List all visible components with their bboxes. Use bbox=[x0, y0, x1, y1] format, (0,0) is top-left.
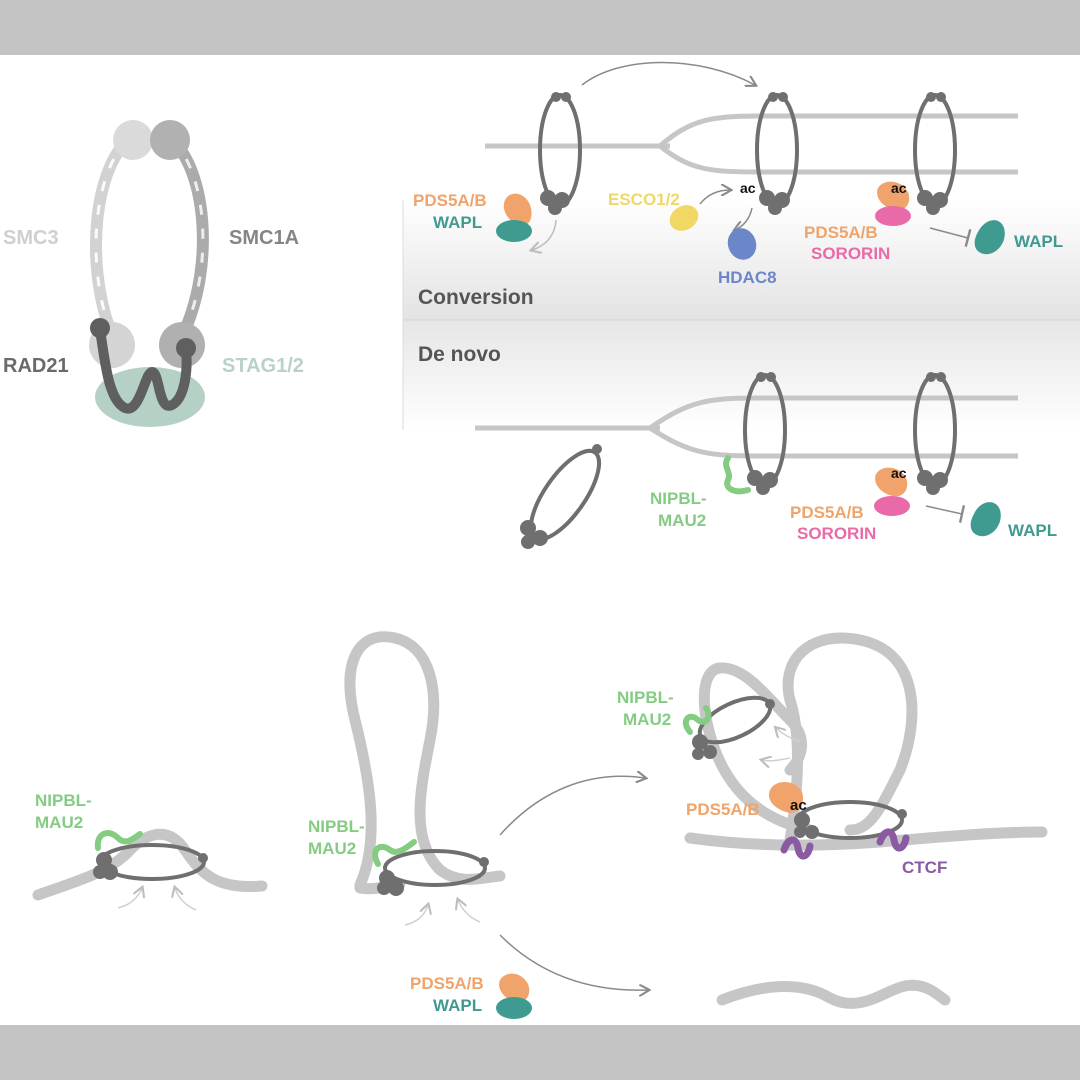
nipbl-blob-2 bbox=[94, 830, 143, 851]
ctcf-blob-2 bbox=[876, 828, 910, 852]
smc1a-arm bbox=[167, 135, 209, 333]
extrusion-dna-1 bbox=[32, 828, 268, 901]
wapl-blob-3 bbox=[970, 502, 1001, 537]
sororin-blob-1 bbox=[875, 206, 911, 226]
wapl-label-4: WAPL bbox=[433, 996, 482, 1015]
arrow-to-ctcf bbox=[499, 776, 645, 836]
extrusion-ring-1 bbox=[93, 843, 208, 881]
hdac8-label: HDAC8 bbox=[718, 268, 777, 287]
wapl-release-arrow bbox=[532, 219, 557, 250]
released-dna bbox=[716, 979, 951, 1009]
free-cohesin-ring bbox=[520, 444, 602, 549]
top-band bbox=[0, 0, 1080, 55]
wapl-label-1: WAPL bbox=[433, 213, 482, 232]
extrusion-arrow-3a bbox=[762, 758, 791, 761]
dna-sister-bottom bbox=[658, 144, 1018, 175]
nipbl-label-4a: NIPBL- bbox=[617, 688, 674, 707]
nipbl-blob-4 bbox=[682, 705, 712, 735]
acetylation-arrow bbox=[699, 190, 730, 205]
smc1a-label: SMC1A bbox=[229, 227, 299, 249]
ac-label-3: ac bbox=[790, 797, 807, 814]
nipbl-label-3a: NIPBL- bbox=[308, 817, 365, 836]
pds5-blob-4 bbox=[499, 973, 530, 1003]
smc3-label: SMC3 bbox=[3, 227, 59, 249]
ctcf-blob-1 bbox=[780, 836, 814, 860]
esco-label: ESCO1/2 bbox=[608, 190, 680, 209]
conversion-title: Conversion bbox=[418, 286, 534, 309]
nipbl-label-3b: MAU2 bbox=[308, 839, 356, 858]
denovo-ring-b bbox=[913, 372, 957, 495]
nipbl-label-4b: MAU2 bbox=[623, 710, 671, 729]
extrusion-dna-2 bbox=[344, 631, 506, 891]
rad21-n-terminus bbox=[90, 318, 110, 338]
nipbl-blob-1 bbox=[723, 455, 751, 495]
cohesin-structure: SMC3 SMC1A RAD21 STAG1/2 bbox=[3, 120, 304, 427]
denovo-ac-label: ac bbox=[891, 465, 907, 481]
wapl-blob-4 bbox=[496, 997, 532, 1019]
dna-sister-top bbox=[658, 113, 1018, 148]
extrusion-arrow-2a bbox=[404, 905, 428, 926]
smc3-hinge bbox=[113, 120, 153, 160]
pds5-label-2: PDS5A/B bbox=[804, 223, 878, 242]
cohesin-ring-3 bbox=[913, 92, 957, 215]
denovo-panel-shade bbox=[403, 320, 1080, 430]
ctcf-label: CTCF bbox=[902, 858, 947, 877]
extrusion-ring-3 bbox=[692, 695, 775, 760]
pds5-label-4: PDS5A/B bbox=[410, 974, 484, 993]
nipbl-blob-3 bbox=[372, 839, 417, 867]
smc1a-hinge bbox=[150, 120, 190, 160]
loop-extrusion-panel: NIPBL- MAU2 NIPBL- MAU2 PDS5A/B WAPL bbox=[32, 631, 1048, 1019]
denovo-title: De novo bbox=[418, 343, 501, 366]
wapl-inhibition-2 bbox=[925, 504, 966, 524]
wapl-blob-1 bbox=[496, 220, 532, 242]
extrusion-arrow-3b bbox=[776, 728, 801, 743]
denovo-ring-a bbox=[743, 372, 787, 495]
extrusion-arrow-2b bbox=[458, 900, 481, 923]
ac-label-1: ac bbox=[740, 180, 756, 196]
rad21-kleisin bbox=[95, 325, 192, 414]
rad21-label: RAD21 bbox=[3, 355, 69, 377]
nipbl-label-1b: MAU2 bbox=[658, 511, 706, 530]
extrusion-ring-4 bbox=[794, 800, 907, 840]
wapl-blob-2 bbox=[974, 220, 1005, 255]
sororin-label-2: SORORIN bbox=[797, 524, 876, 543]
cohesin-ring-1 bbox=[538, 92, 582, 215]
extrusion-arrow-1a bbox=[117, 888, 142, 909]
pds5-blob-1 bbox=[503, 193, 532, 227]
pds5-blob-3 bbox=[875, 467, 908, 497]
wapl-label-2: WAPL bbox=[1014, 232, 1063, 251]
denovo-dna-bottom bbox=[648, 425, 1018, 459]
wapl-label-3: WAPL bbox=[1008, 521, 1057, 540]
pds5-label-5: PDS5A/B bbox=[686, 800, 760, 819]
extrusion-dna-3-inner bbox=[698, 662, 816, 836]
sororin-label-1: SORORIN bbox=[811, 244, 890, 263]
cohesin-ring-2 bbox=[755, 92, 799, 215]
pds5-label-3: PDS5A/B bbox=[790, 503, 864, 522]
rad21-c-terminus bbox=[176, 338, 196, 358]
denovo-panel: De novo NIPBL- MAU2 ac PDS5A/B SORORIN bbox=[418, 343, 1057, 549]
nipbl-label-2b: MAU2 bbox=[35, 813, 83, 832]
pds5-label-1: PDS5A/B bbox=[413, 191, 487, 210]
ac-label-2: ac bbox=[891, 180, 907, 196]
stag-label: STAG1/2 bbox=[222, 355, 304, 377]
pds5-blob-5 bbox=[768, 781, 804, 813]
arrow-to-release bbox=[499, 934, 648, 990]
esco-blob bbox=[669, 205, 699, 231]
conversion-arrow bbox=[581, 61, 755, 86]
extrusion-arrow-1b bbox=[175, 888, 197, 911]
nipbl-label-2a: NIPBL- bbox=[35, 791, 92, 810]
nipbl-label-1a: NIPBL- bbox=[650, 489, 707, 508]
extrusion-ring-2 bbox=[377, 849, 489, 896]
denovo-dna-top bbox=[648, 395, 1018, 431]
sororin-blob-2 bbox=[874, 496, 910, 516]
conversion-panel: PDS5A/B WAPL ESCO1/2 ac HDAC8 ac PDS5A/B… bbox=[413, 61, 1063, 309]
pds5-blob-2 bbox=[877, 181, 910, 211]
hdac8-blob bbox=[727, 228, 757, 260]
wapl-inhibition-1 bbox=[929, 227, 972, 248]
bottom-band bbox=[0, 1025, 1080, 1080]
